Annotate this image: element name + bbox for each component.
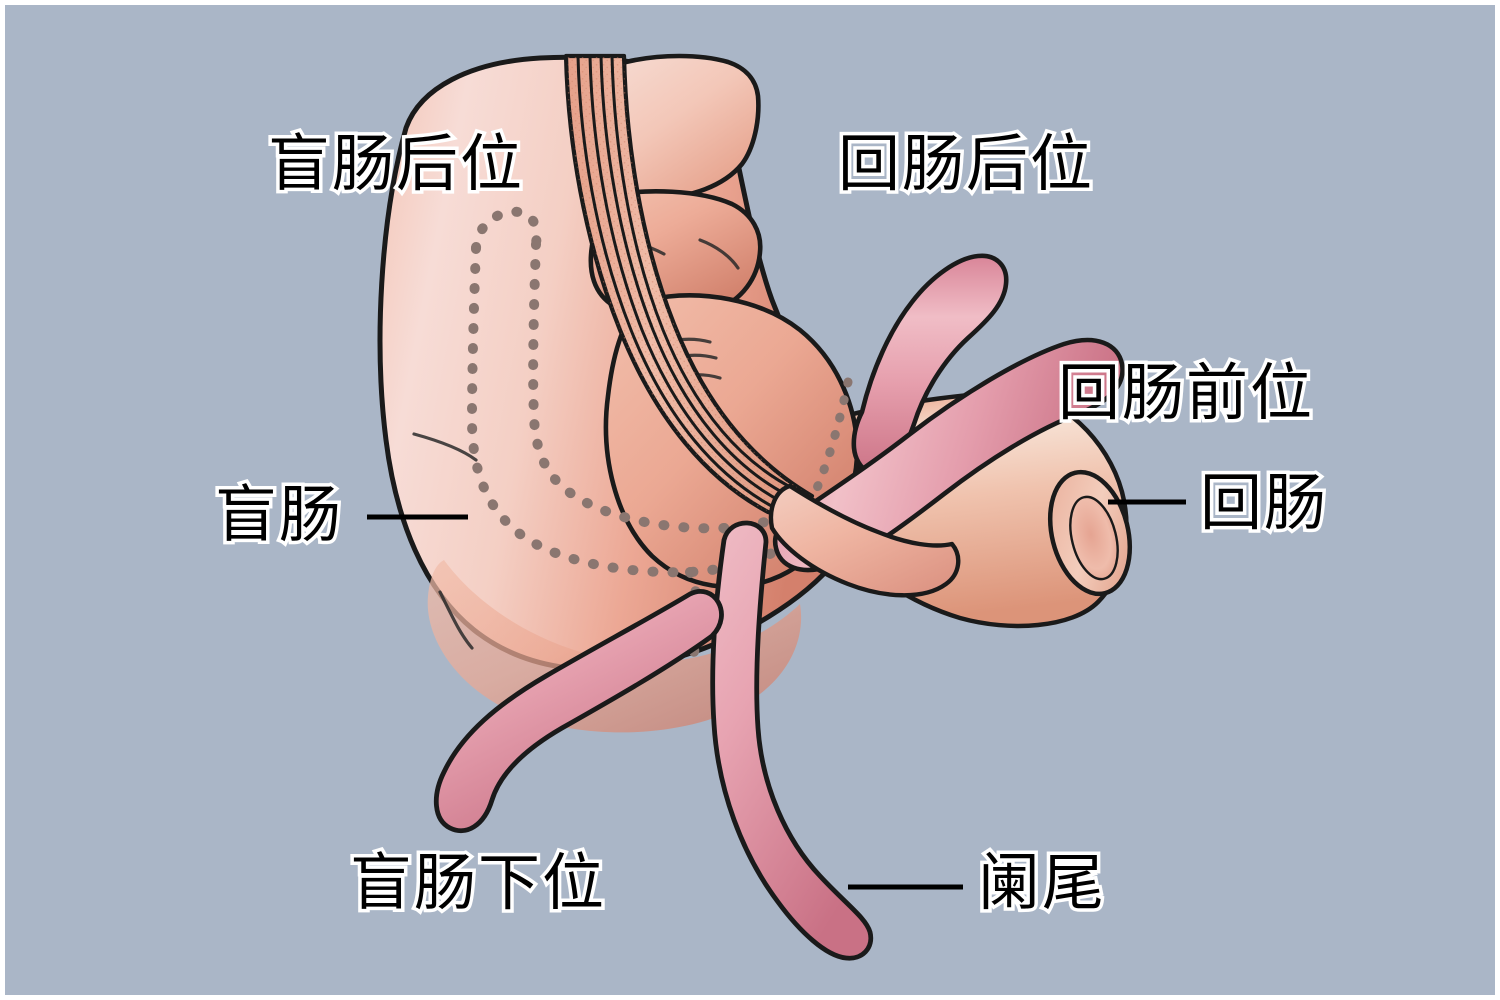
label-subcecal-text: 盲肠下位 — [346, 846, 607, 919]
label-retrocecal-text: 盲肠后位 — [264, 127, 525, 200]
label-cecum: 盲肠 — [211, 480, 344, 549]
tenia-coli — [563, 53, 815, 525]
label-retroileal-text: 回肠后位 — [834, 127, 1095, 200]
label-ileum-text: 回肠 — [1196, 466, 1329, 539]
ileocecal-junction — [768, 483, 961, 598]
label-retrocecal: 盲肠后位 — [264, 129, 525, 198]
label-appendix: 阑尾 — [974, 848, 1107, 917]
label-ileum: 回肠 — [1196, 468, 1329, 537]
label-preileal-text: 回肠前位 — [1054, 356, 1315, 429]
appendix-preileal — [772, 337, 1125, 573]
label-retroileal: 回肠后位 — [834, 129, 1095, 198]
label-appendix-text: 阑尾 — [974, 846, 1107, 919]
label-cecum-text: 盲肠 — [211, 478, 344, 551]
label-preileal: 回肠前位 — [1054, 358, 1315, 427]
leader-lines — [367, 499, 1186, 890]
label-subcecal: 盲肠下位 — [346, 848, 607, 917]
appendix-subcecal — [433, 589, 724, 834]
